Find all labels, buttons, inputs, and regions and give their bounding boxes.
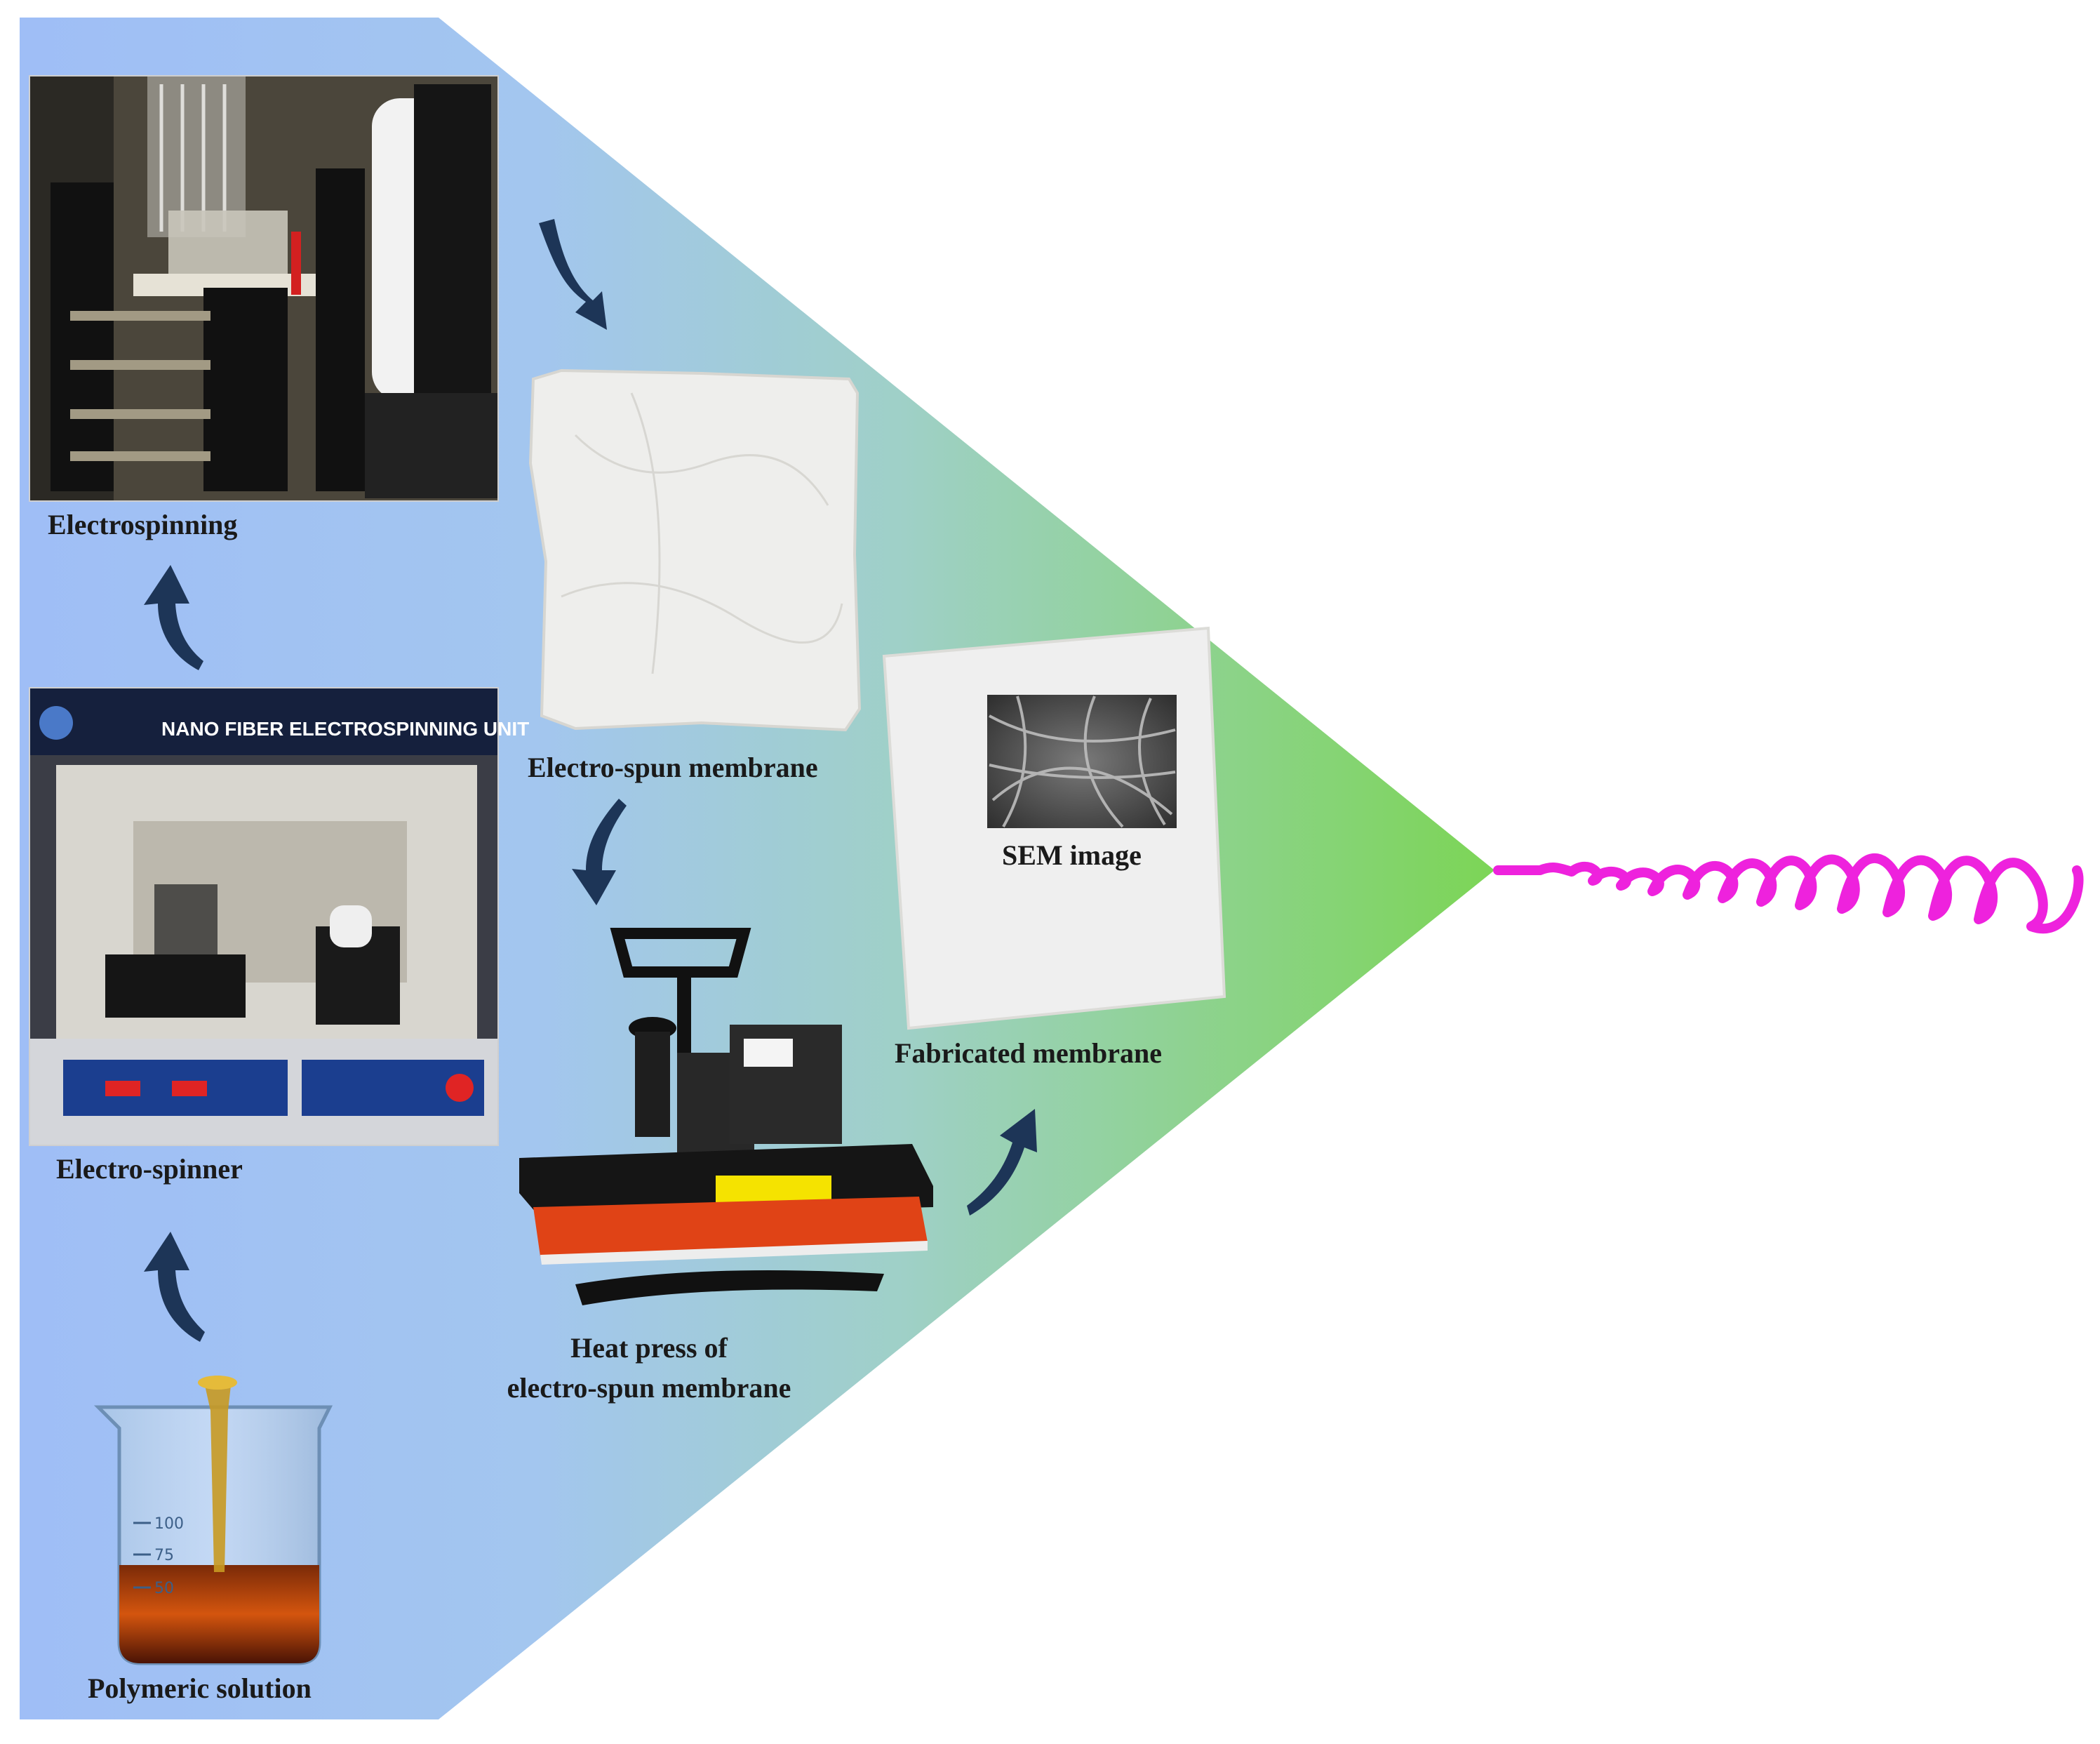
label-polymeric-solution: Polymeric solution — [88, 1672, 312, 1704]
electro-spun-membrane-photo — [528, 368, 862, 732]
label-electro-spun-membrane: Electro-spun membrane — [528, 752, 818, 783]
label-electrospinning: Electrospinning — [48, 509, 238, 540]
beaker-mark-75: 75 — [154, 1547, 174, 1564]
beaker-mark-100: 100 — [154, 1515, 184, 1533]
arrow-heat-press-to-fabricated — [967, 1109, 1037, 1216]
heat-press-illustration — [519, 928, 933, 1305]
label-heat-press-line1: Heat press of — [570, 1332, 728, 1364]
electro-spinner-photo: NANO FIBER ELECTROSPINNING UNIT — [29, 687, 529, 1146]
unit-title-text: NANO FIBER ELECTROSPINNING UNIT — [161, 718, 529, 740]
label-heat-press-line2: electro-spun membrane — [507, 1372, 791, 1404]
sem-image-inset — [987, 695, 1177, 828]
label-sem-image: SEM image — [1002, 839, 1142, 871]
process-arrows — [144, 219, 1037, 1342]
arrow-membrane-to-heat-press — [572, 799, 627, 905]
fabricated-membrane-photo — [882, 626, 1226, 1030]
beaker-mark-50: 50 — [154, 1580, 174, 1597]
arrow-spinner-to-electrospinning — [144, 565, 203, 670]
fiber-spring — [1493, 853, 2084, 933]
label-electro-spinner: Electro-spinner — [56, 1153, 243, 1185]
label-fabricated-membrane: Fabricated membrane — [895, 1037, 1163, 1069]
arrow-solution-to-spinner — [144, 1232, 205, 1342]
arrow-electrospinning-to-membrane — [539, 219, 607, 330]
electrospinning-photo — [29, 75, 499, 502]
beaker-illustration: 100 75 50 — [93, 1376, 333, 1665]
